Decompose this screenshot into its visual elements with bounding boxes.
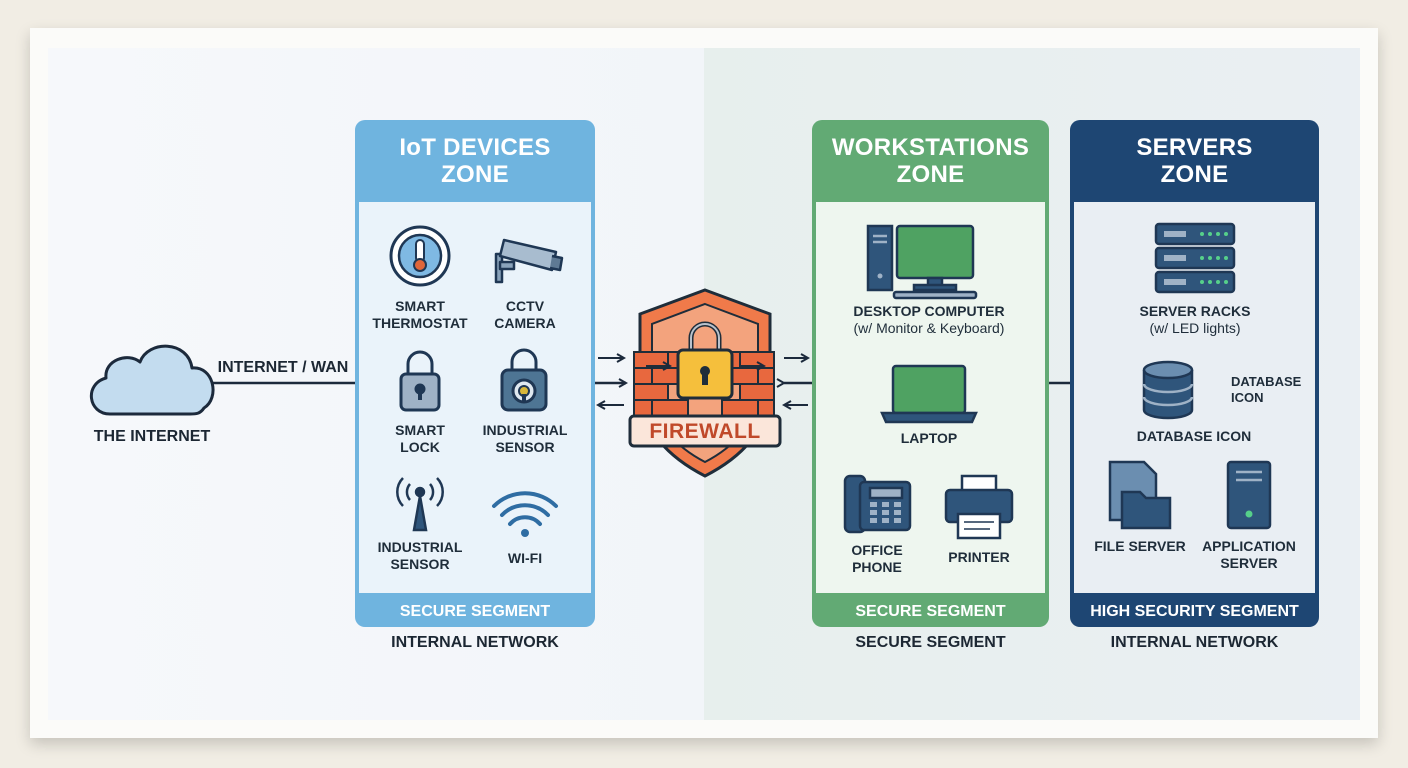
servers-zone-footer: HIGH SECURITY SEGMENT bbox=[1090, 603, 1299, 620]
workstations-zone-body bbox=[816, 202, 1045, 593]
servers-zone-caption: INTERNAL NETWORK bbox=[1110, 634, 1279, 651]
device-label-server-racks: SERVER RACKS(w/ LED lights) bbox=[1139, 303, 1251, 336]
device-label-laptop: LAPTOP bbox=[900, 430, 958, 446]
workstations-zone-caption: SECURE SEGMENT bbox=[855, 634, 1006, 651]
iot-zone-caption: INTERNAL NETWORK bbox=[391, 634, 559, 651]
device-label-database: DATABASE ICON bbox=[1136, 428, 1252, 444]
device-label-printer: PRINTER bbox=[948, 549, 1010, 565]
firewall-label: FIREWALL bbox=[649, 420, 761, 443]
iot-zone-footer: SECURE SEGMENT bbox=[399, 603, 551, 620]
wan-link-label: INTERNET / WAN bbox=[217, 359, 349, 376]
workstations-zone-footer: SECURE SEGMENT bbox=[855, 603, 1006, 620]
iot-zone-body bbox=[359, 202, 591, 593]
internet-label: THE INTERNET bbox=[93, 428, 211, 445]
device-label-file-server: FILE SERVER bbox=[1094, 538, 1186, 554]
device-label-wifi: WI-FI bbox=[507, 550, 543, 566]
device-label-desktop: DESKTOP COMPUTER(w/ Monitor & Keyboard) bbox=[853, 303, 1005, 336]
